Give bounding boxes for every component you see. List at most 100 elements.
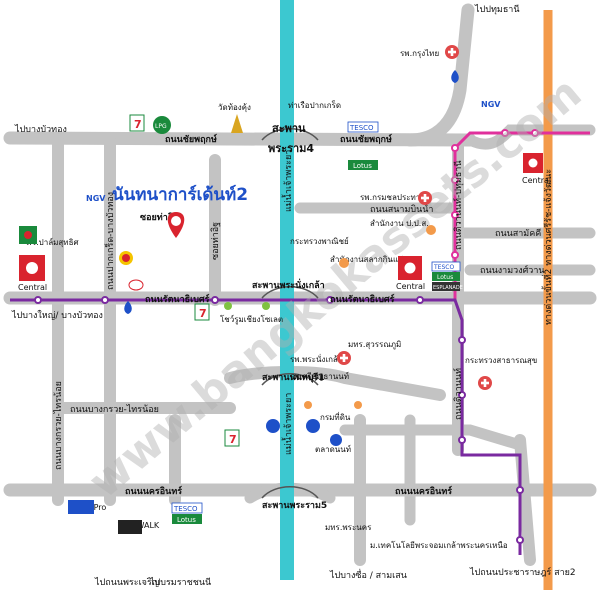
- green-dot: [224, 302, 232, 310]
- place-school: ร.ร.ปาล์มสุทธิศ: [25, 237, 79, 247]
- boat-icon: [266, 419, 280, 433]
- river-label-north: แม่น้ำเจ้าพระยา: [281, 150, 294, 212]
- title-main: นันทนาการ์เด้นท์2: [112, 184, 248, 205]
- svg-text:NGV: NGV: [481, 100, 501, 109]
- svg-text:7: 7: [134, 118, 142, 131]
- central-logo-icon: [398, 256, 422, 280]
- svg-text:7: 7: [199, 307, 207, 320]
- temple-icon: [231, 114, 243, 133]
- bridge-phra-nang-klao-label: สะพานพระนั่งเกล้า: [252, 278, 325, 291]
- place-central-lat: มทร.พระนคร: [325, 523, 372, 532]
- purple-line: [10, 298, 522, 555]
- bridge-rama4-label-b: พระราม4: [268, 142, 314, 155]
- tesco-lotus-mid: TESCO Lotus ESPLANADE: [431, 261, 463, 291]
- central-logo-icon: [19, 226, 37, 244]
- road-nonthaburi-1: [224, 366, 446, 401]
- bridge-arc-nonthaburi1: [261, 373, 319, 386]
- label-to-pracha: ไปบางซื่อ / สามเสน: [329, 568, 407, 581]
- place-ministry-commerce: กระทรวงพาณิชย์: [290, 236, 349, 246]
- place-rama-hosp: รพ.กรมชลประทาน: [360, 193, 426, 202]
- place-u-sukhothai: มทร.สุวรรณภูมิ: [348, 340, 401, 350]
- place-hospital-pnk: รพ.พระนั่งเกล้า: [290, 353, 342, 364]
- road-pathum-thani-2: [464, 124, 596, 150]
- orange-dot: [354, 401, 362, 409]
- label-bang-yai: ไปบางใหญ่/ บางบัวทอง: [11, 310, 103, 321]
- bridge-rama5-label: สะพานพระราม5: [262, 501, 327, 511]
- tesco-bottom-label: TESCO: [173, 505, 198, 513]
- label-sanambinnam: ถนนสนามบินน้ำ: [370, 202, 433, 215]
- place-pier: ท่าเรือปากเกร็ด: [288, 100, 341, 110]
- ptt-icon: [124, 301, 132, 314]
- central-logo-icon: [19, 255, 45, 281]
- tesco-mid-label: TESCO: [433, 264, 454, 271]
- ngv-icon: NGV: [86, 194, 106, 203]
- seven-eleven-icon: 7: [194, 303, 210, 321]
- pink-line: [453, 131, 590, 300]
- label-ngamwongwan: ถนนงามวงศ์วาน: [480, 264, 545, 276]
- orange-dot: [339, 258, 349, 268]
- label-soi-tha-it: ซอยท่าอิฐ: [210, 222, 221, 260]
- tesco-top-label: TESCO: [349, 124, 374, 132]
- purple-line-stations: [34, 296, 524, 544]
- svg-text:LPG: LPG: [155, 123, 167, 130]
- central-logo-icon: [523, 153, 543, 173]
- place-post-office: สำนักงาน ป.ป.ส.: [370, 219, 429, 228]
- ptt-icon: [451, 70, 459, 83]
- hospital-cross-icon: [337, 351, 351, 365]
- road-pathum-thani: [403, 3, 475, 147]
- bridge-rama4-label-a: สะพาน: [272, 122, 306, 135]
- lotus-top-label: Lotus: [353, 162, 372, 170]
- place-wat: วัดท้องคุ้ง: [218, 103, 251, 112]
- label-to-bang-phlu: ไปบรมราชชนนี: [149, 577, 211, 588]
- boat-icon: [330, 434, 342, 446]
- road-lower-vert-4: [514, 434, 536, 566]
- bridge-arc-phra-nang-klao: [261, 286, 319, 299]
- place-ministry-health: กระทรวงสาธารณสุข: [465, 356, 537, 365]
- label-pak-kret-1: ถนนปากเกร็ด-บางบัวทอง: [103, 192, 116, 290]
- esplanade-label: ESPLANADE: [433, 285, 463, 291]
- label-pathum-thani: ไปปทุมธานี: [474, 4, 520, 15]
- the-walk-logo: [118, 520, 142, 534]
- label-ratanathibet-2: ถนนรัตนาธิเบศร์: [330, 293, 395, 305]
- shell-icon: [119, 251, 133, 265]
- ngv-icon: NGV: [481, 100, 501, 109]
- place-showroom: โชว์รูมเชียงโซเลต: [220, 314, 283, 325]
- place-central-left: Central: [18, 283, 47, 292]
- road-network: [3, 3, 597, 566]
- place-central-mid: Central: [396, 282, 425, 291]
- hospital-cross-icon: [418, 191, 432, 205]
- label-highway: ทางด่วนขั้นที่2 ทางด่วนศรีรัช-แจ้งวัฒนะ: [541, 169, 554, 325]
- homepro-logo: [68, 500, 94, 514]
- place-bangkok-hospital: รพ.กรุงไทย: [400, 49, 439, 58]
- seven-eleven-icon: 7: [224, 429, 240, 447]
- place-lottery: สำนักงานสลากกินแบ่ง: [330, 255, 407, 264]
- label-to-prachachuen: ไปถนนประชาราษฎร์ สาย2: [469, 566, 576, 578]
- label-to-charoen: ไปถนนพระเจริญ: [94, 577, 160, 588]
- place-tech-north: ม.เทคโนโลยีพระจอมเกล้าพระนครเหนือ: [370, 540, 508, 550]
- tesco-lotus-top: TESCO Lotus: [347, 121, 379, 170]
- label-bang-kruai-vert: ถนนบางกรวย-ไทรน้อย: [53, 381, 64, 470]
- seven-eleven-icon: 7: [129, 114, 145, 132]
- label-tiwanon-vertical: ถนนติวานนท์-ปทุมธานี: [452, 161, 464, 250]
- pink-line-stations: [451, 129, 539, 259]
- esso-icon: [128, 279, 144, 291]
- label-samakhi: ถนนสามัคคี: [495, 228, 541, 239]
- orange-dot: [304, 401, 312, 409]
- place-hospital-srisuk: รพ.ศรีบุญธานนท์: [290, 371, 349, 381]
- lotus-bottom-label: Lotus: [177, 516, 196, 524]
- lotus-mid-label: Lotus: [437, 274, 453, 281]
- svg-text:NGV: NGV: [86, 194, 106, 203]
- label-bang-bua-thong: ไปบางบัวทอง: [14, 124, 67, 135]
- place-central-right: Central: [522, 176, 551, 185]
- hospital-cross-icon: [478, 376, 492, 390]
- tesco-lotus-bottom: TESCO Lotus: [171, 502, 203, 524]
- bridge-arc-rama4: [261, 128, 319, 141]
- road-lower-right: [339, 424, 526, 451]
- label-tiwanon-south: ถนนติวานนท์: [452, 368, 464, 420]
- label-nakhon-in-1: ถนนนครอินทร์: [125, 485, 182, 497]
- river-label-south: แม่น้ำเจ้าพระยา: [281, 393, 294, 455]
- place-market: ตลาดนนท์: [315, 444, 351, 454]
- bridge-arc-rama5: [261, 486, 319, 499]
